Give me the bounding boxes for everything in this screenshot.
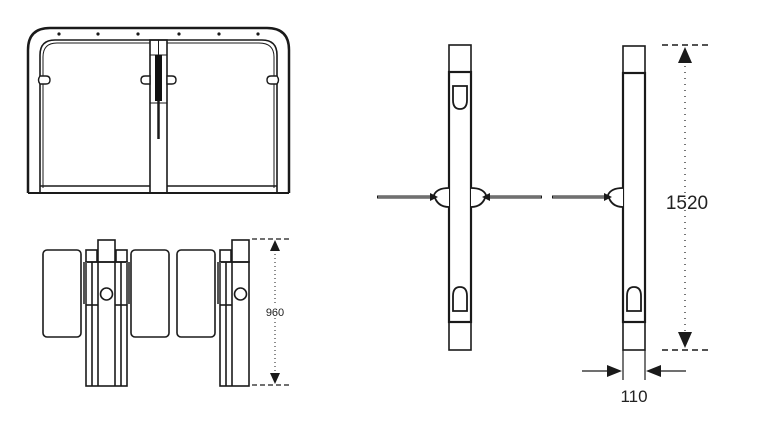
rivet-dots bbox=[57, 32, 260, 36]
dimension-label-110: 110 bbox=[620, 387, 647, 406]
center-module-body bbox=[85, 261, 128, 387]
sensor-circle-1 bbox=[99, 287, 114, 301]
flap-wing-1 bbox=[42, 249, 82, 338]
top-view bbox=[42, 239, 250, 387]
flap-wing-2 bbox=[130, 249, 170, 338]
post-cap-top bbox=[448, 44, 472, 73]
arrow-left-icon bbox=[646, 365, 661, 377]
dimension-960 bbox=[252, 238, 292, 386]
end-module-body bbox=[219, 261, 250, 387]
sensor-circle-2 bbox=[233, 287, 248, 301]
side-view-center bbox=[377, 44, 542, 351]
arrow-down-icon bbox=[270, 373, 280, 384]
flap-wing-3 bbox=[176, 249, 216, 338]
end-post-cap-bottom bbox=[622, 321, 646, 351]
front-view bbox=[26, 26, 291, 194]
outer-arch-frame bbox=[26, 26, 291, 193]
side-view-end bbox=[552, 45, 647, 351]
hinge-knobs bbox=[37, 75, 280, 85]
center-bar-dark bbox=[155, 55, 162, 101]
dimension-label-960: 960 bbox=[266, 307, 284, 319]
end-module-top bbox=[231, 239, 250, 263]
end-post-cap-top bbox=[622, 45, 646, 74]
arrow-up-icon bbox=[270, 240, 280, 251]
dimension-1520 bbox=[662, 44, 708, 351]
dimension-label-1520: 1520 bbox=[666, 193, 708, 214]
arrow-up-icon bbox=[678, 47, 692, 63]
center-module-top bbox=[97, 239, 116, 263]
arrow-right-icon bbox=[607, 365, 622, 377]
post-cap-bottom bbox=[448, 321, 472, 351]
end-post-body bbox=[621, 71, 647, 324]
arrow-down-icon bbox=[678, 332, 692, 348]
dimension-110 bbox=[582, 350, 686, 380]
